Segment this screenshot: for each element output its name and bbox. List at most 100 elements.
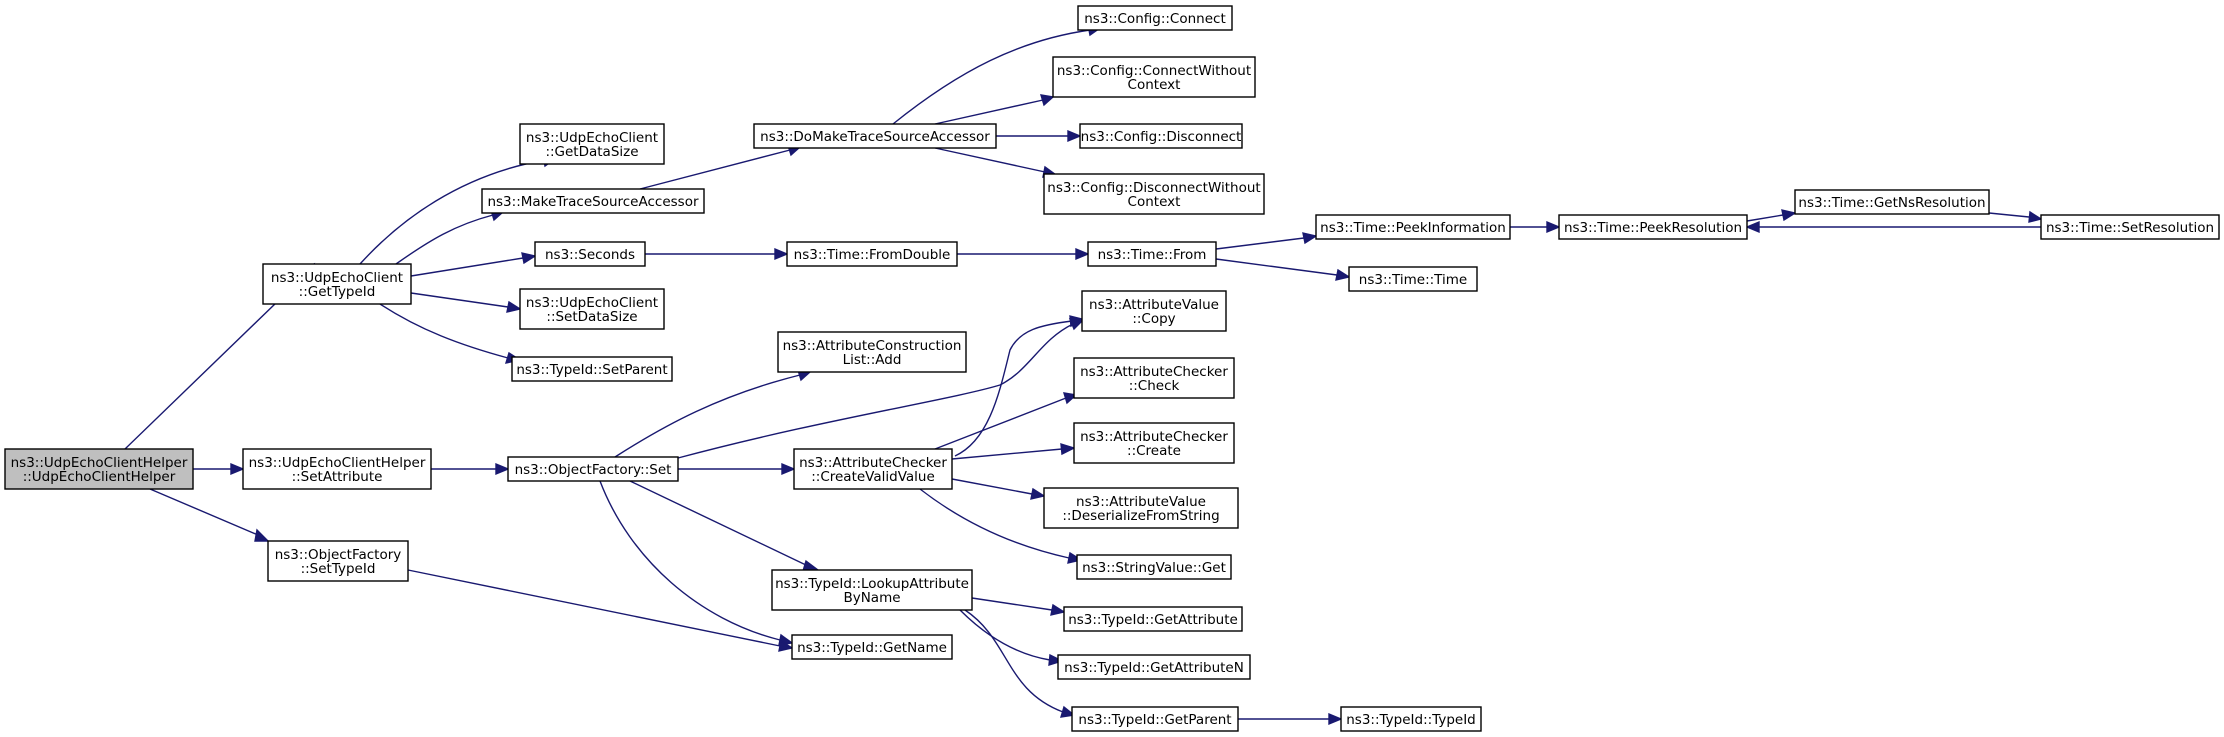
node-timeFrom[interactable]: ns3::Time::From [1087,241,1217,267]
node-acCreate[interactable]: ns3::AttributeChecker::Create [1073,422,1235,464]
node-label-line: ns3::ObjectFactory [275,547,402,563]
arrowhead-icon [1335,268,1351,281]
edge-doMakeTSA-to-cfgDisconnect [996,129,1082,143]
edge-line [629,480,809,567]
node-getName[interactable]: ns3::TypeId::GetName [791,634,953,660]
node-label-line: ns3::AttributeValue [1076,494,1206,510]
node-label-line: ns3::UdpEchoClientHelper [11,455,188,471]
node-acCheck[interactable]: ns3::AttributeChecker::Check [1073,357,1235,399]
node-label-line: ns3::UdpEchoClient [526,295,658,311]
node-getTypeId[interactable]: ns3::UdpEchoClient::GetTypeId [262,263,412,305]
node-doMakeTSA[interactable]: ns3::DoMakeTraceSourceAccessor [753,123,997,149]
node-timeTime[interactable]: ns3::Time::Time [1348,266,1478,292]
node-makeTSA[interactable]: ns3::MakeTraceSourceAccessor [481,188,705,214]
edge-getTypeId-to-setDataSize [410,292,522,313]
node-box [1076,554,1232,580]
node-box [267,540,409,582]
node-cfgConnect[interactable]: ns3::Config::Connect [1077,5,1233,31]
node-ofSetTypeId[interactable]: ns3::ObjectFactory::SetTypeId [267,540,409,582]
edge-line [951,478,1033,495]
edge-line [1215,258,1338,276]
node-root[interactable]: ns3::UdpEchoClientHelper::UdpEchoClientH… [4,448,194,490]
node-tidGetAttr[interactable]: ns3::TypeId::GetAttribute [1063,606,1243,632]
node-setAttribute[interactable]: ns3::UdpEchoClientHelper::SetAttribute [242,448,432,490]
edge-createValid-to-avCopy [954,315,1084,457]
call-nodes: ns3::UdpEchoClientHelper::UdpEchoClientH… [4,5,2220,732]
node-box [1071,706,1239,732]
node-box [1081,290,1227,332]
node-peekInfo[interactable]: ns3::Time::PeekInformation [1315,214,1511,240]
node-box [519,123,665,165]
arrowhead-icon [1060,705,1076,718]
node-label-line: ::CreateValidValue [811,469,935,485]
node-label-line: Context [1128,194,1181,210]
edge-line [934,147,1046,173]
arrowhead-icon [1546,220,1561,234]
node-avDeser[interactable]: ns3::AttributeValue::DeserializeFromStri… [1043,487,1239,529]
node-label-line: ns3::AttributeChecker [1080,364,1228,380]
node-label-line: ns3::AttributeValue [1089,297,1219,313]
node-label-line: ns3::Config::DisconnectWithout [1047,180,1260,196]
node-label-line: ns3::TypeId::GetName [797,640,947,656]
arrowhead-icon [781,462,796,476]
node-box [534,241,646,267]
arrowhead-icon [254,528,270,542]
node-box [1057,654,1251,680]
node-setDataSize[interactable]: ns3::UdpEchoClient::SetDataSize [519,288,665,330]
arrowhead-icon [778,639,794,652]
node-label-line: ns3::Time::FromDouble [794,247,951,263]
node-setRes[interactable]: ns3::Time::SetResolution [2040,214,2220,240]
arrowhead-icon [1745,220,1760,234]
node-setParent[interactable]: ns3::TypeId::SetParent [511,356,673,382]
node-label-line: ns3::TypeId::LookupAttribute [775,576,969,592]
edge-fromDouble-to-timeFrom [957,247,1090,261]
node-seconds[interactable]: ns3::Seconds [534,241,646,267]
node-tidTypeId[interactable]: ns3::TypeId::TypeId [1340,706,1482,732]
node-label-line: ns3::TypeId::SetParent [516,362,667,378]
node-label-line: ns3::DoMakeTraceSourceAccessor [760,129,990,145]
node-tidGetParent[interactable]: ns3::TypeId::GetParent [1071,706,1239,732]
node-label-line: ns3::AttributeConstruction [783,338,962,354]
node-peekRes[interactable]: ns3::Time::PeekResolution [1558,214,1748,240]
edge-getNsRes-to-setRes [1988,210,2043,223]
edge-createValid-to-acCheck [934,392,1078,450]
node-box [242,448,432,490]
node-label-line: ns3::TypeId::GetAttributeN [1064,660,1244,676]
edge-lookupAttr-to-tidGetParent [964,609,1076,718]
arrowhead-icon [774,247,789,261]
edge-root-to-setAttribute [193,462,245,476]
node-avCopy[interactable]: ns3::AttributeValue::Copy [1081,290,1227,332]
arrowhead-icon [1067,129,1082,143]
node-label-line: ns3::Time::SetResolution [2046,220,2214,236]
node-tidGetAttrN[interactable]: ns3::TypeId::GetAttributeN [1057,654,1251,680]
node-label-line: List::Add [843,352,902,368]
node-ofSet[interactable]: ns3::ObjectFactory::Set [507,456,679,482]
edge-line [359,159,546,265]
node-label-line: ::Check [1129,378,1180,394]
edge-line [951,448,1063,460]
node-svGet[interactable]: ns3::StringValue::Get [1076,554,1232,580]
arrowhead-icon [1030,487,1046,500]
node-getNsRes[interactable]: ns3::Time::GetNsResolution [1794,189,1990,215]
edge-line [971,597,1053,611]
edge-line [410,257,524,277]
node-cfgDisconnect[interactable]: ns3::Config::Disconnect [1079,123,1243,149]
node-createValid[interactable]: ns3::AttributeChecker::CreateValidValue [793,448,953,490]
node-box [1043,173,1265,215]
node-fromDouble[interactable]: ns3::Time::FromDouble [786,241,958,267]
edge-line [677,323,1074,459]
edge-line [407,569,781,647]
node-label-line: ::GetTypeId [299,284,376,300]
arrowhead-icon [1781,209,1797,222]
node-label-line: ns3::Config::Disconnect [1081,129,1242,145]
node-getDataSize[interactable]: ns3::UdpEchoClient::GetDataSize [519,123,665,165]
node-label-line: ns3::TypeId::GetAttribute [1068,612,1238,628]
arrowhead-icon [1328,712,1343,726]
edge-ofSet-to-getName [599,480,794,646]
edge-getTypeId-to-seconds [410,252,537,277]
